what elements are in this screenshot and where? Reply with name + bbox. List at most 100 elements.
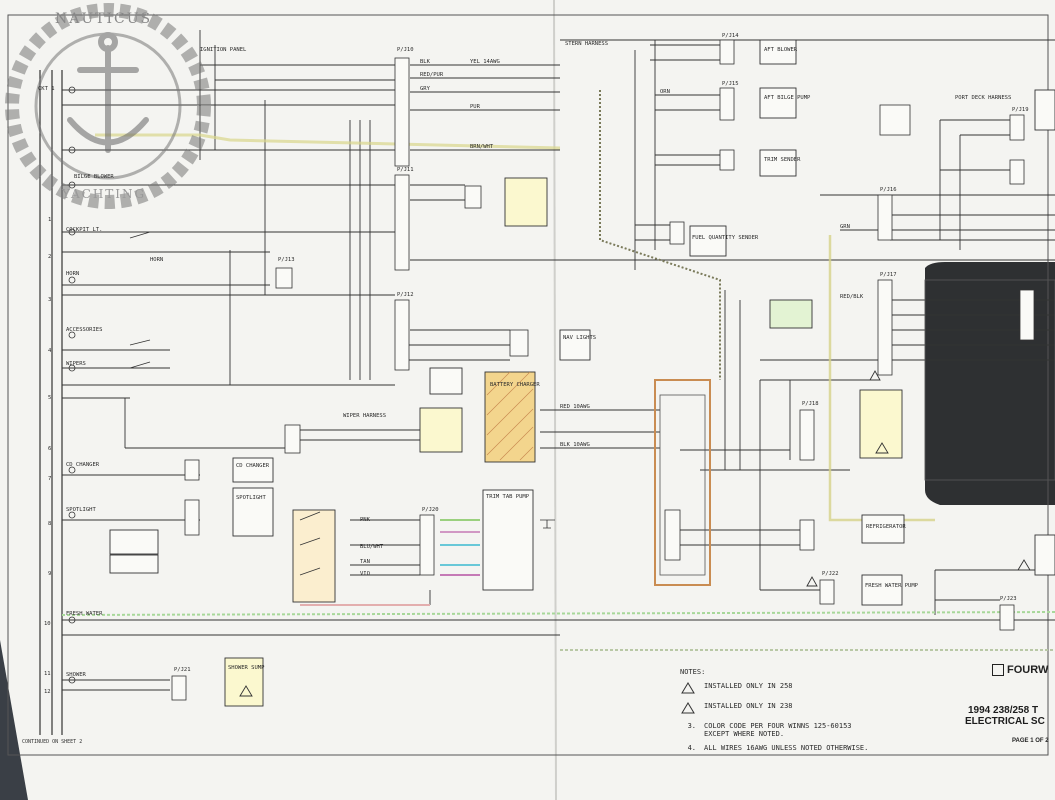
- wire-label: RED 10AWG: [560, 404, 590, 410]
- wire-label: GRY: [420, 86, 430, 92]
- wire-label: TAN: [360, 559, 370, 565]
- connector-tag: P/J21: [174, 667, 191, 673]
- wire-label: YEL 14AWG: [470, 59, 500, 65]
- left-label-7: CD CHANGER: [66, 462, 100, 468]
- label-trim-tab-pump: TRIM TAB PUMP: [486, 494, 530, 500]
- wire-label: BLK 10AWG: [560, 442, 590, 448]
- left-num-12: 12: [44, 689, 51, 695]
- wire-label: VIO: [360, 571, 370, 577]
- watermark-bottom-text: YACHTING: [62, 187, 147, 201]
- connector-tag: P/J22: [822, 571, 839, 577]
- left-num-4: 4: [48, 348, 52, 354]
- wire-label: ORN: [660, 89, 670, 95]
- continued-note: CONTINUED ON SHEET 2: [22, 739, 83, 745]
- wire-label: PNK: [360, 517, 370, 523]
- wire-label: RED/BLK: [840, 294, 864, 300]
- connector-tag: P/J23: [1000, 596, 1017, 602]
- fuse-block: [654, 379, 711, 586]
- wire-label: PUR: [470, 104, 480, 110]
- label-fresh-water-pump: FRESH WATER PUMP: [865, 583, 918, 589]
- label-wiper-harness: WIPER HARNESS: [343, 413, 387, 419]
- brand-logo: FOURW: [992, 664, 1048, 676]
- label-spotlight: SPOTLIGHT: [236, 495, 266, 501]
- page-number: PAGE 1 OF 2: [1012, 738, 1049, 744]
- note-marker-4: 4.: [687, 744, 696, 753]
- watermark-logo: [5, 3, 211, 209]
- note-row: INSTALLED ONLY IN 238: [680, 702, 868, 716]
- left-num-5: 5: [48, 395, 52, 401]
- notes-heading: NOTES:: [680, 668, 706, 676]
- note-marker-3: 3.: [687, 722, 696, 731]
- notes-block: NOTES: INSTALLED ONLY IN 258 INSTALLED O…: [680, 668, 868, 758]
- left-label-9: SHOWER: [66, 672, 86, 678]
- label-battery-charger: BATTERY CHARGER: [490, 382, 540, 388]
- title-line-1: 1994 238/258 T: [968, 705, 1039, 716]
- left-label-5: WIPERS: [66, 361, 86, 367]
- label-aft-blower: AFT BLOWER: [764, 47, 798, 53]
- left-num-9: 9: [48, 571, 52, 577]
- circuit-lines: [62, 30, 1055, 691]
- note-text-4: ALL WIRES 16AWG UNLESS NOTED OTHERWISE.: [704, 744, 869, 753]
- left-label-6: SPOTLIGHT: [66, 507, 96, 513]
- connector-tag: P/J19: [1012, 107, 1029, 113]
- label-refrigerator: REFRIGERATOR: [866, 524, 906, 530]
- left-label-3: HORN: [66, 271, 80, 277]
- left-label-0: CKT 1: [38, 86, 55, 92]
- connector-tag: P/J16: [880, 187, 897, 193]
- label-horn: HORN: [150, 257, 164, 263]
- watermark-top-text: NAUTICUS: [55, 11, 153, 27]
- switch-symbols: [68, 86, 555, 684]
- connector-tag: P/J15: [722, 81, 739, 87]
- connector-blocks: [171, 39, 1035, 701]
- left-label-1: BILGE BLOWER: [74, 174, 114, 180]
- label-nav-lights: NAV LIGHTS: [563, 335, 597, 341]
- left-label-2: COCKPIT LT.: [66, 227, 103, 233]
- wire-label: RED/PUR: [420, 72, 444, 78]
- label-fuel-sender: FUEL QUANTITY SENDER: [692, 235, 759, 241]
- note-triangle-2: [680, 702, 696, 716]
- note-row: 3. COLOR CODE PER FOUR WINNS 125-60153 E…: [680, 722, 868, 738]
- label-ignition-panel: IGNITION PANEL: [200, 47, 247, 53]
- note-triangle-1: [680, 682, 696, 696]
- note-text-2: INSTALLED ONLY IN 238: [704, 702, 793, 711]
- brand-mark-icon: [992, 664, 1004, 676]
- connector-tag: P/J10: [397, 47, 414, 53]
- connector-tag: P/J11: [397, 167, 414, 173]
- component-boxes: [109, 39, 1055, 707]
- label-port-deck: PORT DECK HARNESS: [955, 95, 1012, 101]
- connector-tag: P/J14: [722, 33, 739, 39]
- left-label-4: ACCESSORIES: [66, 327, 103, 333]
- label-trim-sender: TRIM SENDER: [764, 157, 801, 163]
- left-num-11: 11: [44, 671, 51, 677]
- left-num-6: 6: [48, 446, 52, 452]
- note-text-3: COLOR CODE PER FOUR WINNS 125-60153 EXCE…: [704, 722, 852, 739]
- left-num-7: 7: [48, 476, 52, 482]
- wire-label: GRN: [840, 224, 850, 230]
- left-num-10: 10: [44, 621, 51, 627]
- connector-tag: P/J20: [422, 507, 439, 513]
- wire-label: BRN/WHT: [470, 144, 494, 150]
- shadow-region: [925, 262, 1055, 505]
- note-row: INSTALLED ONLY IN 258: [680, 682, 868, 696]
- label-stern-harness: STERN HARNESS: [565, 41, 609, 47]
- note-row: 4. ALL WIRES 16AWG UNLESS NOTED OTHERWIS…: [680, 744, 869, 753]
- wire-label: BLU/WHT: [360, 544, 384, 550]
- brand-text: FOURW: [1007, 664, 1049, 676]
- connector-tag: P/J12: [397, 292, 414, 298]
- left-num-8: 8: [48, 521, 52, 527]
- battery-hatch: [486, 371, 534, 461]
- wire-label: BLK: [420, 59, 430, 65]
- warning-triangles: [239, 370, 1031, 697]
- left-num-1: 1: [48, 217, 52, 223]
- left-label-8: FRESH WATER: [66, 611, 103, 617]
- label-cd-changer: CD CHANGER: [236, 463, 270, 469]
- connector-tag: P/J18: [802, 401, 819, 407]
- title-line-2: ELECTRICAL SC: [965, 716, 1045, 727]
- connector-tag: P/J13: [278, 257, 295, 263]
- label-shower-sump: SHOWER SUMP: [228, 665, 265, 671]
- note-text-1: INSTALLED ONLY IN 258: [704, 682, 793, 691]
- label-bilge-pump: AFT BILGE PUMP: [764, 95, 811, 101]
- connector-tag: P/J17: [880, 272, 897, 278]
- left-num-2: 2: [48, 254, 52, 260]
